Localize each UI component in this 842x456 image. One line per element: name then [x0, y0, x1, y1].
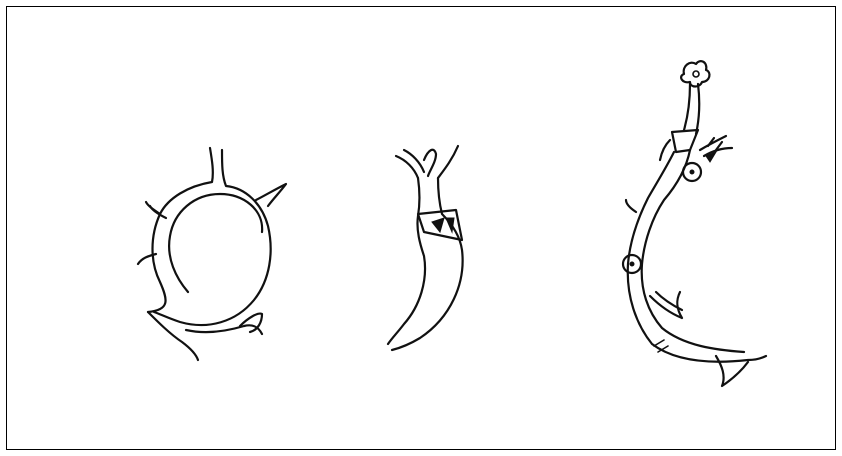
- curved-stem-node-upper-dot: [690, 170, 694, 174]
- curved-stem-stalk-left: [684, 84, 690, 130]
- hooked-stem-sprout-middle: [424, 150, 436, 176]
- hooked-stem-outer: [388, 178, 425, 344]
- curved-stem-side-shoot: [700, 136, 732, 156]
- hooked-stem-sprout-right: [438, 146, 458, 178]
- panel-hooked-stem: [388, 146, 463, 350]
- coiled-stem-outer-curve: [148, 148, 213, 312]
- curved-stem-spur-upper: [660, 140, 670, 160]
- hooked-stem-sprout-left: [396, 156, 418, 178]
- panel-coiled-stem: [138, 148, 286, 360]
- curved-stem-flower: [681, 61, 709, 86]
- curved-stem-stalk-right: [696, 84, 699, 134]
- curved-stem-inner-branch: [650, 292, 682, 318]
- curved-stem-node-lower-dot: [630, 262, 634, 266]
- coiled-stem-thorn-right: [256, 184, 286, 206]
- curved-stem-flower-center: [693, 71, 699, 77]
- hooked-stem-bud-mark-2: [446, 218, 454, 232]
- curved-stem-outer: [628, 152, 766, 362]
- coiled-stem-inner-spiral: [169, 194, 262, 292]
- panel-curved-stem-with-nodes: [623, 61, 766, 386]
- curved-stem-top-sheath: [672, 130, 698, 152]
- hooked-stem-bud-mark-1: [432, 218, 444, 232]
- curved-stem-spur-mid: [626, 200, 636, 212]
